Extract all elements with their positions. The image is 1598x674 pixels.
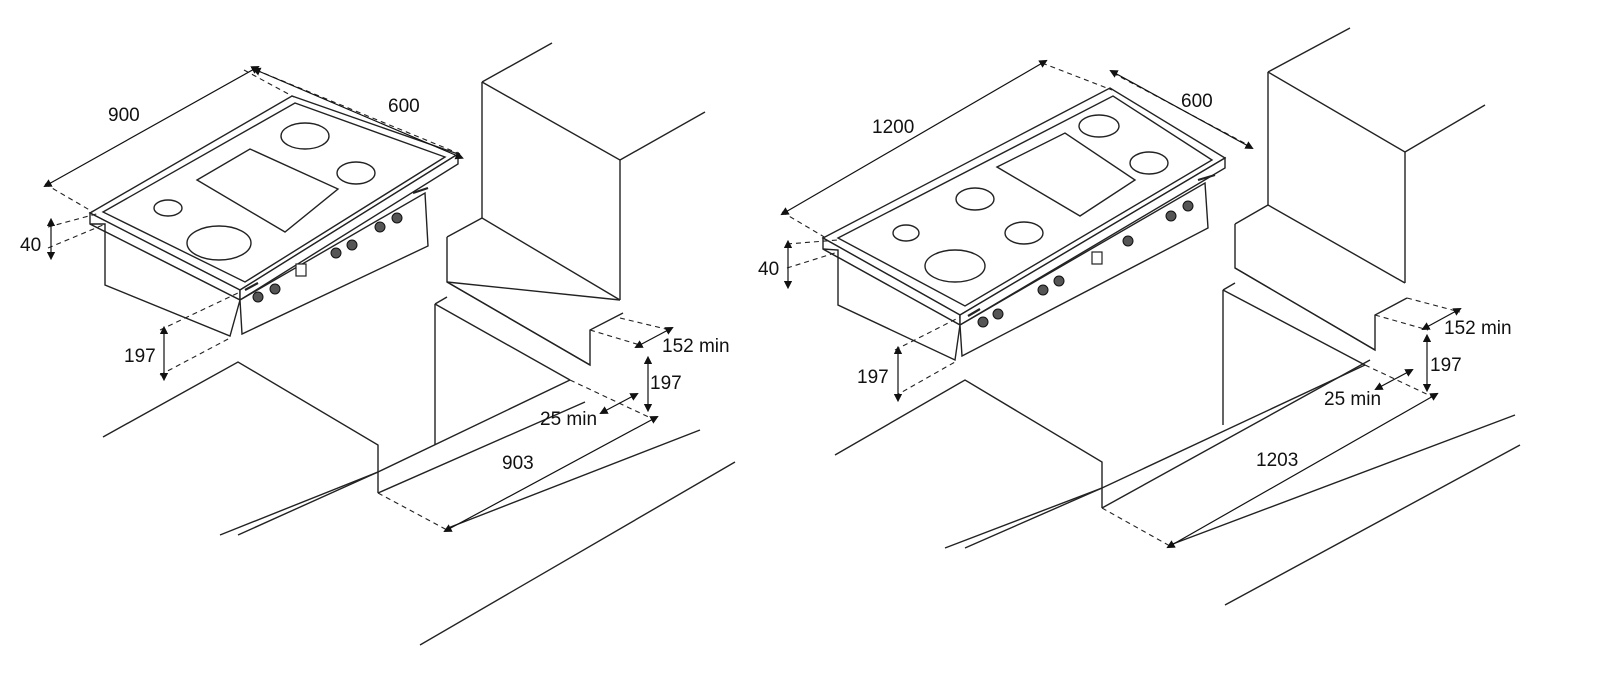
right-width-label: 1200 [872, 117, 914, 138]
left-back-gap-dimension [634, 327, 674, 348]
right-cutout-dimension [1166, 392, 1439, 549]
left-width-label: 900 [108, 105, 140, 126]
left-cutout-dimension [443, 416, 659, 532]
left-side-gap-dimension [599, 393, 639, 414]
right-side-height-label: 197 [1430, 355, 1462, 376]
left-side-height-label: 197 [650, 373, 682, 394]
right-cutout-label: 1203 [1256, 450, 1298, 471]
right-diagram: 1200 600 40 197 152 min 197 25 min 1203 [758, 27, 1521, 606]
right-width-dimension [780, 59, 1048, 216]
right-back-gap-label: 152 min [1444, 318, 1512, 339]
right-bottom-height-label: 197 [857, 367, 889, 388]
left-diagram: 900 600 40 197 152 min 197 25 min 903 [20, 42, 736, 646]
left-side-gap-label: 25 min [540, 409, 597, 430]
right-back-gap-dimension [1421, 307, 1462, 331]
left-width-dimension [43, 65, 260, 188]
right-side-gap-label: 25 min [1324, 389, 1381, 410]
right-depth-dimension [1109, 69, 1254, 150]
left-depth-label: 600 [388, 96, 420, 117]
left-back-gap-label: 152 min [662, 336, 730, 357]
left-countertop [102, 42, 736, 646]
right-side-gap-dimension [1374, 369, 1414, 390]
right-depth-label: 600 [1181, 91, 1213, 112]
right-top-height-label: 40 [758, 259, 779, 280]
left-bottom-height-label: 197 [124, 346, 156, 367]
left-depth-dimension [252, 67, 464, 160]
left-cutout-label: 903 [502, 453, 534, 474]
left-top-height-label: 40 [20, 235, 41, 256]
